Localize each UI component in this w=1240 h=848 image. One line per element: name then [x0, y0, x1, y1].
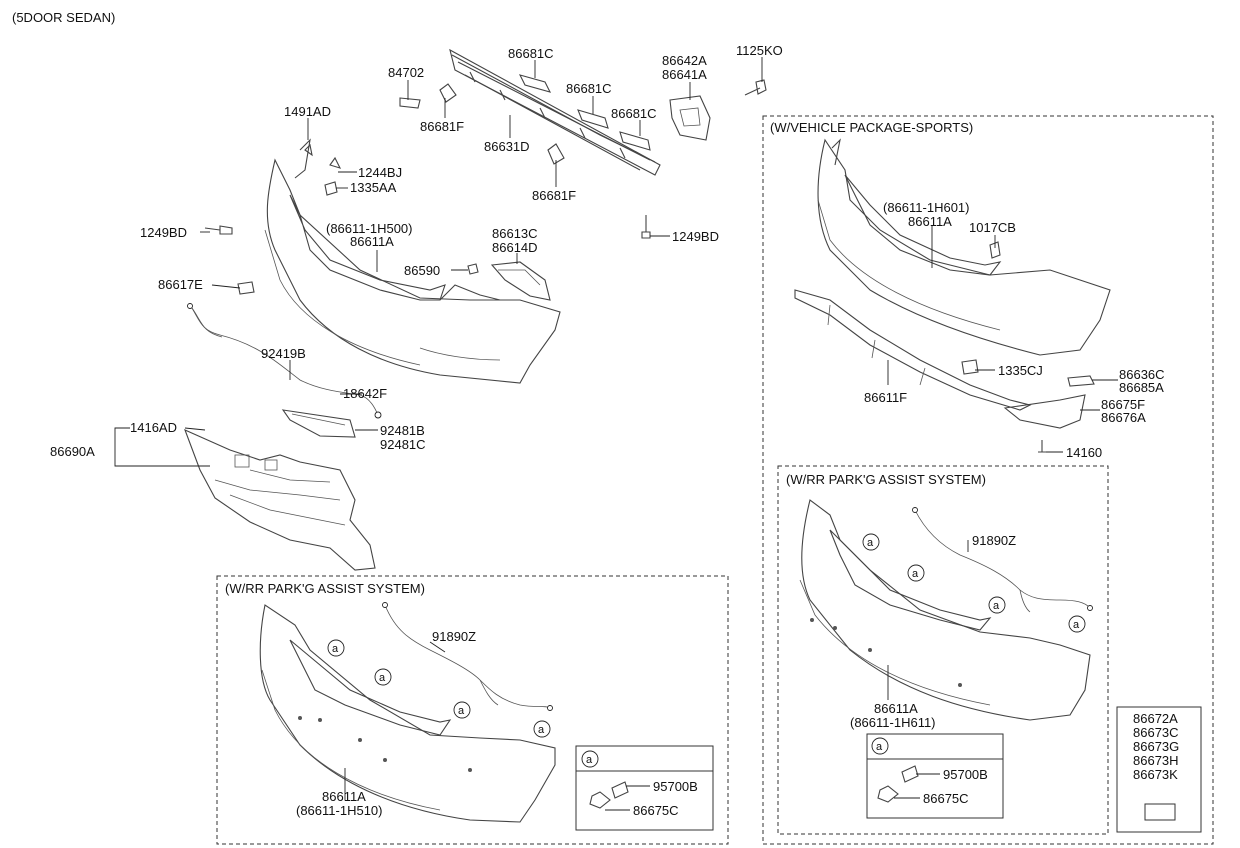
label-92481c: 92481C	[380, 437, 426, 452]
label-86681c-2: 86681C	[566, 81, 612, 96]
park-assist-bumper-bottom-drawing	[259, 604, 556, 823]
label-86611-1h611: (86611-1H611)	[850, 715, 936, 730]
park-assist-bumper-right-drawing	[799, 499, 1091, 721]
label-1416ad: 1416AD	[130, 420, 177, 435]
garnish-drawing	[1003, 394, 1086, 429]
label-86681f-1: 86681F	[420, 119, 464, 134]
label-86611-1h500: (86611-1H500)	[326, 221, 412, 236]
bumper-beam-drawing	[449, 48, 661, 176]
bolt-drawing-1249bd-right	[641, 215, 651, 239]
callout-marker: a	[379, 672, 386, 684]
side-bracket-drawing	[669, 95, 711, 141]
callout-marker: a	[993, 600, 1000, 612]
main-bumper-drawing	[264, 138, 561, 384]
label-86611-1h601: (86611-1H601)	[883, 200, 969, 215]
emblem-part-number: 86673C	[1133, 725, 1179, 740]
sports-bumper-drawing	[817, 138, 1111, 356]
detail-marker-right: a	[876, 741, 883, 753]
page-title: (5DOOR SEDAN)	[12, 10, 115, 25]
detail-marker-bottom: a	[586, 754, 593, 766]
reflector-drawing	[281, 409, 356, 438]
detail-box-right: a	[866, 733, 1004, 819]
label-86675c-bottom: 86675C	[633, 803, 679, 818]
bracket-drawing-86613c	[490, 261, 551, 301]
small-parts-main	[204, 143, 479, 295]
label-92419b: 92419B	[261, 346, 306, 361]
emblem-part-number: 86672A	[1133, 711, 1178, 726]
detail-box-bottom: a	[575, 745, 714, 831]
label-86675c-right: 86675C	[923, 791, 969, 806]
label-14160: 14160	[1066, 445, 1102, 460]
emblem-box	[1116, 706, 1202, 833]
label-1017cb: 1017CB	[969, 220, 1016, 235]
label-86685a: 86685A	[1119, 380, 1164, 395]
label-86681f-2: 86681F	[532, 188, 576, 203]
sports-package-title: (W/VEHICLE PACKAGE-SPORTS)	[770, 120, 973, 135]
diffuser-drawing	[794, 289, 1032, 411]
label-95700b-right: 95700B	[943, 767, 988, 782]
callout-marker: a	[538, 724, 545, 736]
label-18642f: 18642F	[343, 386, 387, 401]
emblem-part-number: 86673K	[1133, 767, 1178, 782]
label-86611a-main: 86611A	[350, 234, 394, 249]
label-92481b: 92481B	[380, 423, 425, 438]
undercover-drawing	[184, 428, 376, 571]
wiring-drawing-92419b	[187, 303, 382, 419]
leader-lines	[114, 57, 1118, 811]
bolt-drawing-1125ko	[744, 79, 767, 96]
callout-marker: a	[867, 537, 874, 549]
label-95700b-bottom: 95700B	[653, 779, 698, 794]
wiring-drawing-bottom	[382, 602, 553, 711]
label-91890z-bottom: 91890Z	[432, 629, 476, 644]
emblem-part-number: 86673G	[1133, 739, 1179, 754]
callout-marker: a	[912, 568, 919, 580]
label-86681c-3: 86681C	[611, 106, 657, 121]
park-assist-title-right: (W/RR PARK'G ASSIST SYSTEM)	[786, 472, 986, 487]
label-86631d: 86631D	[484, 139, 530, 154]
label-86613c: 86613C	[492, 226, 538, 241]
part-labels: 84702 86681C 86681C 86681C 86681F 86631D…	[50, 43, 1179, 818]
wiring-drawing-right	[912, 507, 1093, 613]
label-86636c: 86636C	[1119, 367, 1165, 382]
label-86642a: 86642A	[662, 53, 707, 68]
label-84702: 84702	[388, 65, 424, 80]
label-1125ko: 1125KO	[736, 43, 783, 58]
callout-marker: a	[1073, 619, 1080, 631]
label-1249bd-left: 1249BD	[140, 225, 187, 240]
clip-drawings	[399, 74, 651, 165]
label-86676a: 86676A	[1101, 410, 1146, 425]
label-91890z-right: 91890Z	[972, 533, 1016, 548]
park-assist-box-right	[777, 465, 1109, 835]
sports-package-box	[762, 115, 1214, 845]
label-1335cj: 1335CJ	[998, 363, 1043, 378]
label-86611a-sports: 86611A	[908, 214, 952, 229]
label-86681c-1: 86681C	[508, 46, 554, 61]
callout-markers: a a a a a a a a	[327, 533, 1086, 738]
park-assist-box-bottom	[216, 575, 729, 845]
label-86641a: 86641A	[662, 67, 707, 82]
label-86611-1h510: (86611-1H510)	[296, 803, 382, 818]
emblem-part-number: 86673H	[1133, 753, 1179, 768]
label-86690a: 86690A	[50, 444, 95, 459]
callout-marker: a	[458, 705, 465, 717]
label-1249bd-right: 1249BD	[672, 229, 719, 244]
park-assist-title-bottom: (W/RR PARK'G ASSIST SYSTEM)	[225, 581, 425, 596]
label-86611f: 86611F	[864, 390, 907, 405]
label-86614d: 86614D	[492, 240, 538, 255]
label-86611a-bottom: 86611A	[322, 789, 366, 804]
callout-marker: a	[332, 643, 339, 655]
label-86675f: 86675F	[1101, 397, 1145, 412]
label-1244bj: 1244BJ	[358, 165, 402, 180]
label-86611a-right: 86611A	[874, 701, 918, 716]
label-86617e: 86617E	[158, 277, 203, 292]
label-1491ad: 1491AD	[284, 104, 331, 119]
label-1335aa: 1335AA	[350, 180, 397, 195]
label-86590: 86590	[404, 263, 440, 278]
